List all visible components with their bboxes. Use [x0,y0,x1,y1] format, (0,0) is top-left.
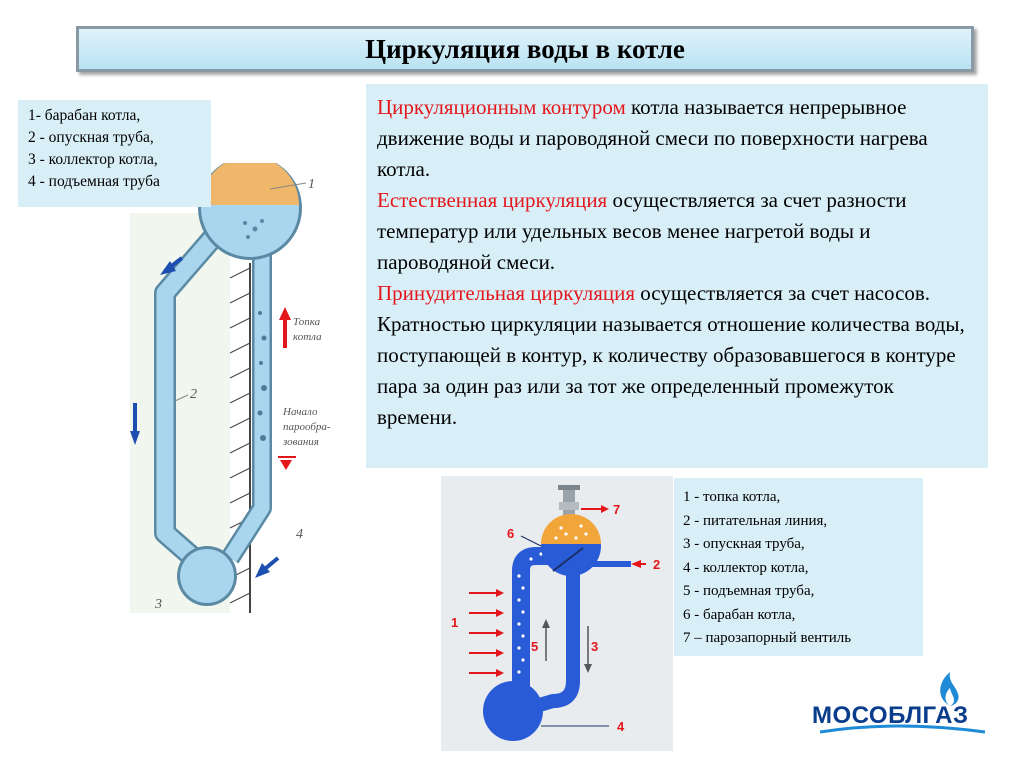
label-2: 2 [653,557,660,572]
legend-right-item: 2 - питательная линия, [683,512,828,529]
label-3: 3 [591,639,598,654]
paragraph-natural-circulation: Естественная циркуляция осуществляется з… [377,185,978,278]
label-4: 4 [296,527,303,542]
boiler-circulation-figure-left: 1 2 3 4 Топка котла Начало парообра- зов… [130,163,331,613]
label-1: 1 [451,615,458,630]
legend-right-item: 4 - коллектор котла, [683,559,809,576]
boiler-circulation-figure-right: 1 2 3 4 5 6 7 [441,476,673,751]
term-highlight: Циркуляционным контуром [377,95,626,119]
furnace-label-line1: Топка [293,316,321,328]
definition-text: осуществляется за счет насосов. [635,281,931,305]
legend-left-item: 1- барабан котла, [28,107,141,124]
label-6: 6 [507,526,514,541]
definition-text: осуществляется за счет разности температ… [377,188,907,274]
paragraph-circulation-ratio: Кратностью циркуляции называется отношен… [377,309,978,433]
label-4: 4 [617,719,625,734]
legend-right-item: 3 - опускная труба, [683,536,805,552]
label-2: 2 [190,387,197,402]
legend-right-item: 6 - барабан котла, [683,606,796,623]
legend-left: 1- барабан котла, 2 - опускная труба, 3 … [18,100,211,207]
title-bar: Циркуляция воды в котле [76,26,974,72]
definition-text: Кратностью циркуляции называется отношен… [377,312,965,429]
label-5: 5 [531,639,538,654]
legend-right-item: 5 - подъемная труба, [683,583,815,599]
logo-text: МОСОБЛГАЗ [812,702,969,729]
legend-right-item: 7 – парозапорный вентиль [683,630,852,646]
mosoblgaz-logo: МОСОБЛГАЗ [800,668,990,738]
label-7: 7 [613,502,620,517]
flame-icon [819,672,986,734]
page-title: Циркуляция воды в котле [365,33,685,64]
furnace-label-line2: котла [293,331,322,343]
label-1: 1 [308,177,315,192]
paragraph-circulation-contour: Циркуляционным контуром котла называется… [377,92,978,185]
boiling-label-line1: Начало [282,406,318,418]
legend-right-item: 1 - топка котла, [683,489,781,505]
definition-text: котла называется непрерывное движение во… [377,95,928,181]
definitions-textbox: Циркуляционным контуром котла называется… [366,84,988,468]
boiling-label-line2: парообра- [283,421,331,433]
paragraph-forced-circulation: Принудительная циркуляция осуществляется… [377,278,978,309]
legend-left-item: 4 - подъемная труба [28,173,160,190]
legend-right: 1 - топка котла, 2 - питательная линия, … [674,478,923,656]
legend-left-item: 3 - коллектор котла, [28,151,158,168]
label-3: 3 [154,597,162,612]
legend-left-item: 2 - опускная труба, [28,129,154,146]
term-highlight: Естественная циркуляция [377,188,608,212]
term-highlight: Принудительная циркуляция [377,281,635,305]
boiling-label-line3: зования [282,436,319,448]
